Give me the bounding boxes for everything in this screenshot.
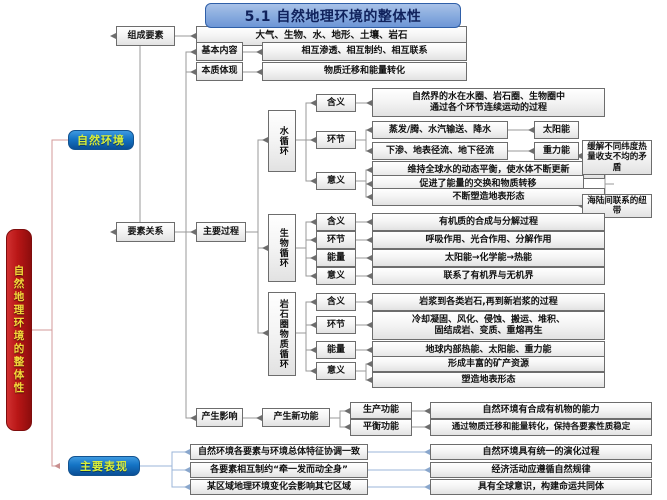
node-manifestation-left-2[interactable]: 各要素相互制约“牵一发而动全身” xyxy=(190,462,368,478)
node-basic-content-label[interactable]: 基本内容 xyxy=(196,42,243,61)
root-node-overall-integrity[interactable]: 自然地理环境的整体性 xyxy=(6,229,32,431)
node-biological-cycle[interactable]: 生物循环 xyxy=(268,214,296,282)
page-title: 5.1 自然地理环境的整体性 xyxy=(205,3,461,28)
node-rock-cycle-links-value[interactable]: 冷却凝固、风化、侵蚀、搬运、堆积、 固结成岩、变质、重熔再生 xyxy=(372,311,605,340)
node-bio-cycle-meaning-label[interactable]: 含义 xyxy=(316,213,356,231)
node-production-function-value[interactable]: 自然环境有合成有机物的能力 xyxy=(430,402,652,419)
node-lithosphere-cycle[interactable]: 岩石圈物质循环 xyxy=(268,292,296,376)
node-essence-label[interactable]: 本质体现 xyxy=(196,62,243,81)
branch-main-manifestation[interactable]: 主要表现 xyxy=(68,456,140,476)
node-new-function[interactable]: 产生新功能 xyxy=(262,408,330,427)
text-line: 冷却凝固、风化、侵蚀、搬运、堆积、 固结成岩、变质、重熔再生 xyxy=(411,314,565,336)
node-bio-cycle-significance-value[interactable]: 联系了有机界与无机界 xyxy=(372,267,605,285)
node-balance-function-label[interactable]: 平衡功能 xyxy=(350,419,412,436)
node-water-cycle[interactable]: 水循环 xyxy=(268,110,296,172)
node-bio-cycle-links-label[interactable]: 环节 xyxy=(316,231,356,249)
node-basic-content-value[interactable]: 相互渗透、相互制约、相互联系 xyxy=(262,42,467,61)
node-balance-function-value[interactable]: 通过物质迁移和能量转化，保持各要素性质稳定 xyxy=(430,419,652,436)
node-rock-cycle-definition[interactable]: 岩浆到各类岩石,再到新岩浆的过程 xyxy=(372,293,605,311)
node-manifestation-left-3[interactable]: 某区域地理环境变化会影响其它区域 xyxy=(190,479,368,495)
node-manifestation-right-2[interactable]: 经济活动应遵循自然规律 xyxy=(430,462,652,478)
node-water-cycle-significance-label[interactable]: 意义 xyxy=(316,172,356,190)
branch-natural-environment[interactable]: 自然环境 xyxy=(68,130,134,150)
node-water-cycle-sig-3[interactable]: 不断塑造地表形态 xyxy=(372,188,605,206)
node-manifestation-left-1[interactable]: 自然环境各要素与环境总体特征协调一致 xyxy=(190,444,368,460)
node-water-cycle-meaning-label[interactable]: 含义 xyxy=(316,94,356,112)
node-manifestation-right-1[interactable]: 自然环境具有统一的演化过程 xyxy=(430,444,652,460)
node-element-relations[interactable]: 要素关系 xyxy=(116,222,175,242)
node-water-cycle-link-2[interactable]: 下渗、地表径流、地下径流 xyxy=(372,142,508,160)
node-manifestation-right-3[interactable]: 具有全球意识，构建命运共同体 xyxy=(430,479,652,495)
node-rock-cycle-significance-label[interactable]: 意义 xyxy=(316,362,356,380)
node-bio-cycle-energy-value[interactable]: 太阳能→化学能→热能 xyxy=(372,249,605,267)
node-water-cycle-energy-gravity[interactable]: 重力能 xyxy=(534,142,579,160)
node-water-cycle-definition[interactable]: 自然界的水在水圈、岩石圈、生物圈中 通过各个环节连续运动的过程 xyxy=(372,88,605,117)
node-rock-cycle-sig-2[interactable]: 塑造地表形态 xyxy=(372,372,605,388)
node-rock-cycle-sig-1[interactable]: 形成丰富的矿产资源 xyxy=(372,356,605,372)
node-water-cycle-link-1[interactable]: 蒸发/腾、水汽输送、降水 xyxy=(372,121,508,139)
arrow-heads-pink xyxy=(54,137,108,469)
text-line: 自然界的水在水圈、岩石圈、生物圈中 通过各个环节连续运动的过程 xyxy=(411,91,565,113)
node-rock-cycle-energy-label[interactable]: 能量 xyxy=(316,341,356,359)
node-production-function-label[interactable]: 生产功能 xyxy=(350,402,412,419)
node-essence-value[interactable]: 物质迁移和能量转化 xyxy=(262,62,467,81)
node-water-cycle-tail-heat-balance[interactable]: 缓解不同纬度热量收支不均的矛盾 xyxy=(582,140,652,175)
node-bio-cycle-definition[interactable]: 有机质的合成与分解过程 xyxy=(372,213,605,231)
node-water-cycle-energy-solar[interactable]: 太阳能 xyxy=(534,121,579,139)
node-components[interactable]: 组成要素 xyxy=(116,26,175,46)
node-bio-cycle-links-value[interactable]: 呼吸作用、光合作用、分解作用 xyxy=(372,231,605,249)
node-produce-influence[interactable]: 产生影响 xyxy=(196,408,243,427)
node-rock-cycle-meaning-label[interactable]: 含义 xyxy=(316,293,356,311)
node-main-process[interactable]: 主要过程 xyxy=(196,222,246,242)
node-water-cycle-links-label[interactable]: 环节 xyxy=(316,131,356,149)
node-bio-cycle-energy-label[interactable]: 能量 xyxy=(316,249,356,267)
node-bio-cycle-significance-label[interactable]: 意义 xyxy=(316,267,356,285)
node-rock-cycle-links-label[interactable]: 环节 xyxy=(316,316,356,334)
